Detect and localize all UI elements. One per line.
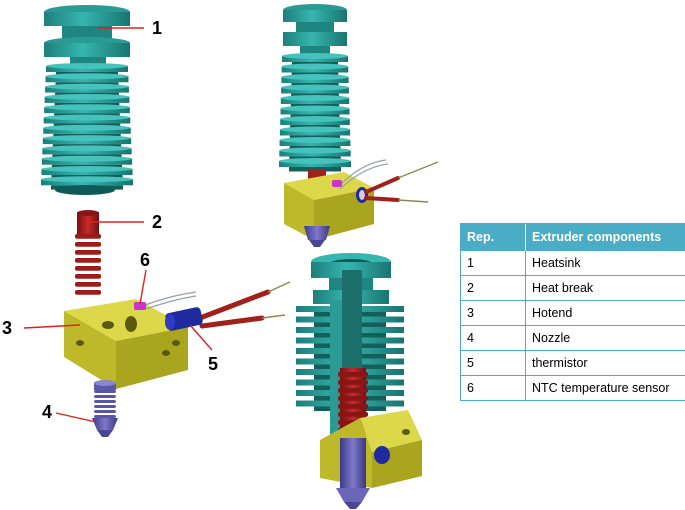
callout-2: 2 bbox=[152, 212, 162, 232]
header-rep: Rep. bbox=[461, 224, 526, 251]
thermistor-exploded bbox=[165, 281, 291, 331]
row-rep: 4 bbox=[461, 325, 526, 351]
table-header-row: Rep. Extruder components bbox=[461, 224, 685, 251]
callout-3: 3 bbox=[2, 318, 12, 338]
row-component: Heat break bbox=[525, 275, 685, 301]
row-rep: 1 bbox=[461, 250, 526, 276]
row-rep: 5 bbox=[461, 350, 526, 376]
cross-section-view bbox=[296, 253, 422, 509]
callout-4: 4 bbox=[42, 402, 52, 422]
hotend-block-exploded bbox=[64, 299, 188, 389]
row-component: NTC temperature sensor bbox=[525, 375, 685, 400]
callout-5: 5 bbox=[208, 354, 218, 374]
row-rep: 3 bbox=[461, 300, 526, 326]
row-component: Nozzle bbox=[525, 325, 685, 351]
callout-6: 6 bbox=[140, 250, 150, 270]
callout-1: 1 bbox=[152, 18, 162, 38]
exploded-view bbox=[41, 5, 291, 437]
heatsink-exploded bbox=[41, 5, 133, 195]
row-rep: 2 bbox=[461, 275, 526, 301]
row-component: Heatsink bbox=[525, 250, 685, 276]
row-component: Hotend bbox=[525, 300, 685, 326]
assembled-view bbox=[279, 4, 439, 247]
row-component: thermistor bbox=[525, 350, 685, 376]
nozzle-exploded bbox=[92, 380, 118, 437]
callouts: 1 2 3 4 5 6 bbox=[2, 18, 218, 423]
header-components: Extruder components bbox=[525, 224, 685, 251]
row-rep: 6 bbox=[461, 375, 526, 400]
heat-break-exploded bbox=[75, 210, 101, 295]
ntc-sensor-exploded bbox=[134, 291, 197, 311]
